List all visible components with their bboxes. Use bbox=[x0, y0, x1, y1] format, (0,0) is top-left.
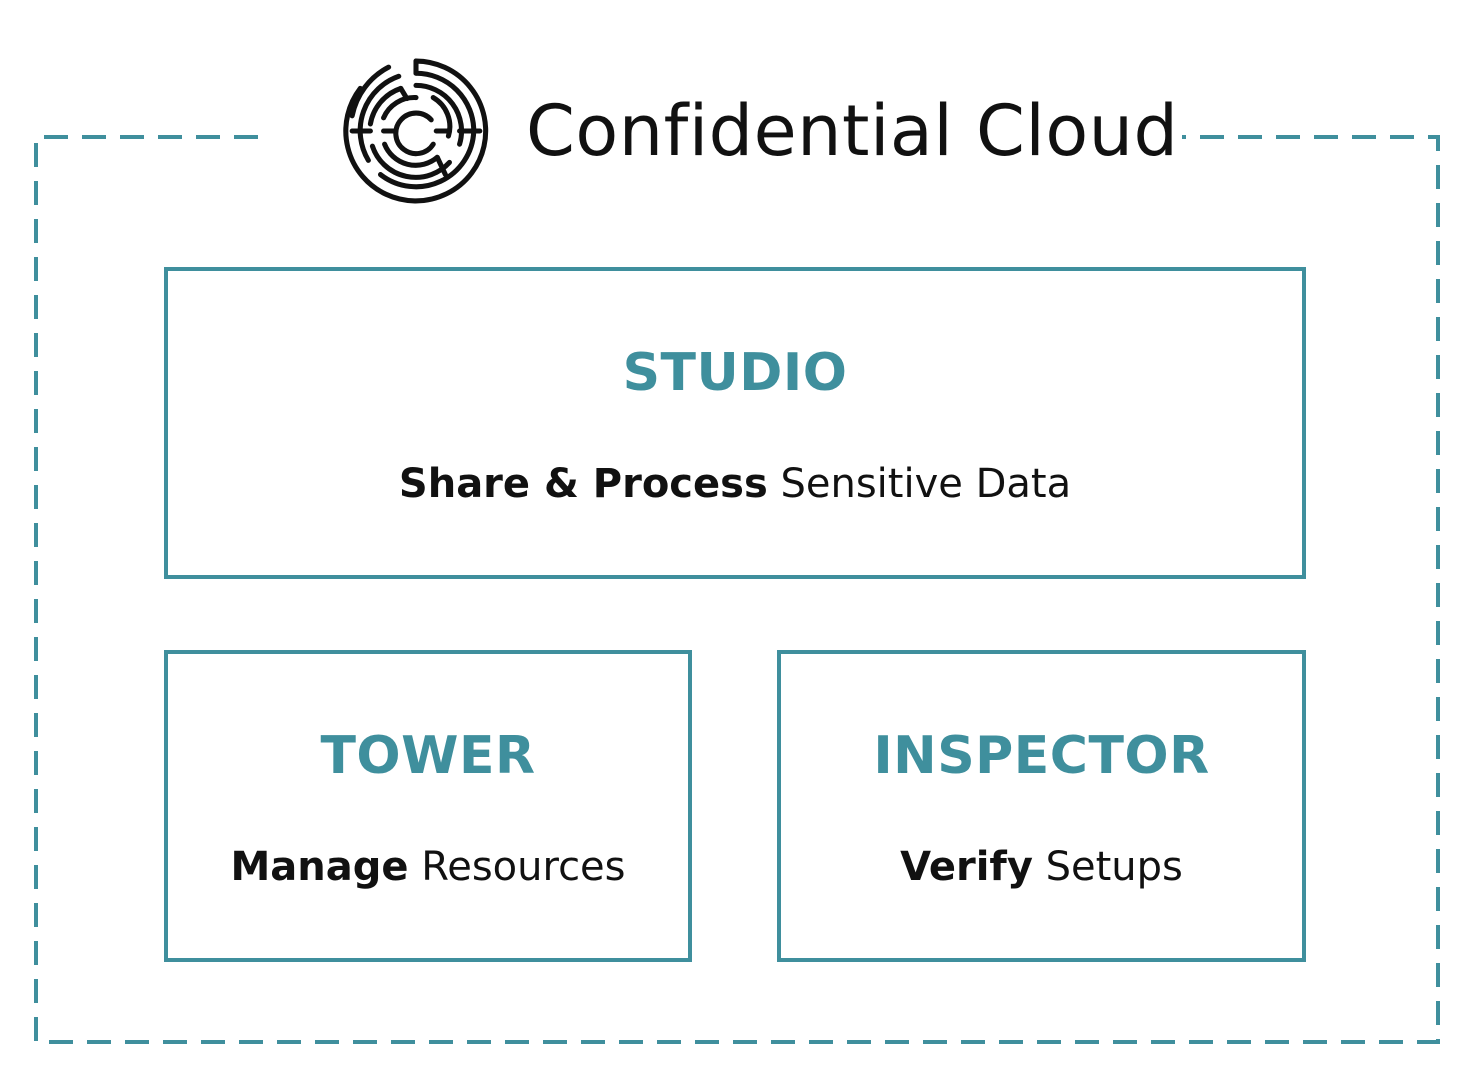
inspector-description-rest: Setups bbox=[1032, 844, 1183, 890]
studio-description-emphasis: Share & Process bbox=[398, 461, 768, 507]
studio-box: STUDIO Share & Process Sensitive Data bbox=[164, 267, 1306, 579]
inspector-description-emphasis: Verify bbox=[900, 844, 1033, 890]
studio-description: Share & Process Sensitive Data bbox=[168, 461, 1302, 507]
tower-description-emphasis: Manage bbox=[230, 844, 409, 890]
tower-description-rest: Resources bbox=[408, 844, 626, 890]
studio-description-rest: Sensitive Data bbox=[767, 461, 1072, 507]
studio-title: STUDIO bbox=[622, 343, 848, 403]
app-title: Confidential Cloud bbox=[526, 90, 1179, 172]
maze-logo-icon bbox=[343, 58, 489, 204]
header: Confidential Cloud bbox=[340, 52, 1178, 210]
tower-title: TOWER bbox=[320, 726, 536, 786]
inspector-box: INSPECTOR Verify Setups bbox=[777, 650, 1306, 962]
tower-box: TOWER Manage Resources bbox=[164, 650, 692, 962]
inspector-title: INSPECTOR bbox=[873, 726, 1210, 786]
inspector-description: Verify Setups bbox=[781, 844, 1302, 890]
tower-description: Manage Resources bbox=[168, 844, 688, 890]
